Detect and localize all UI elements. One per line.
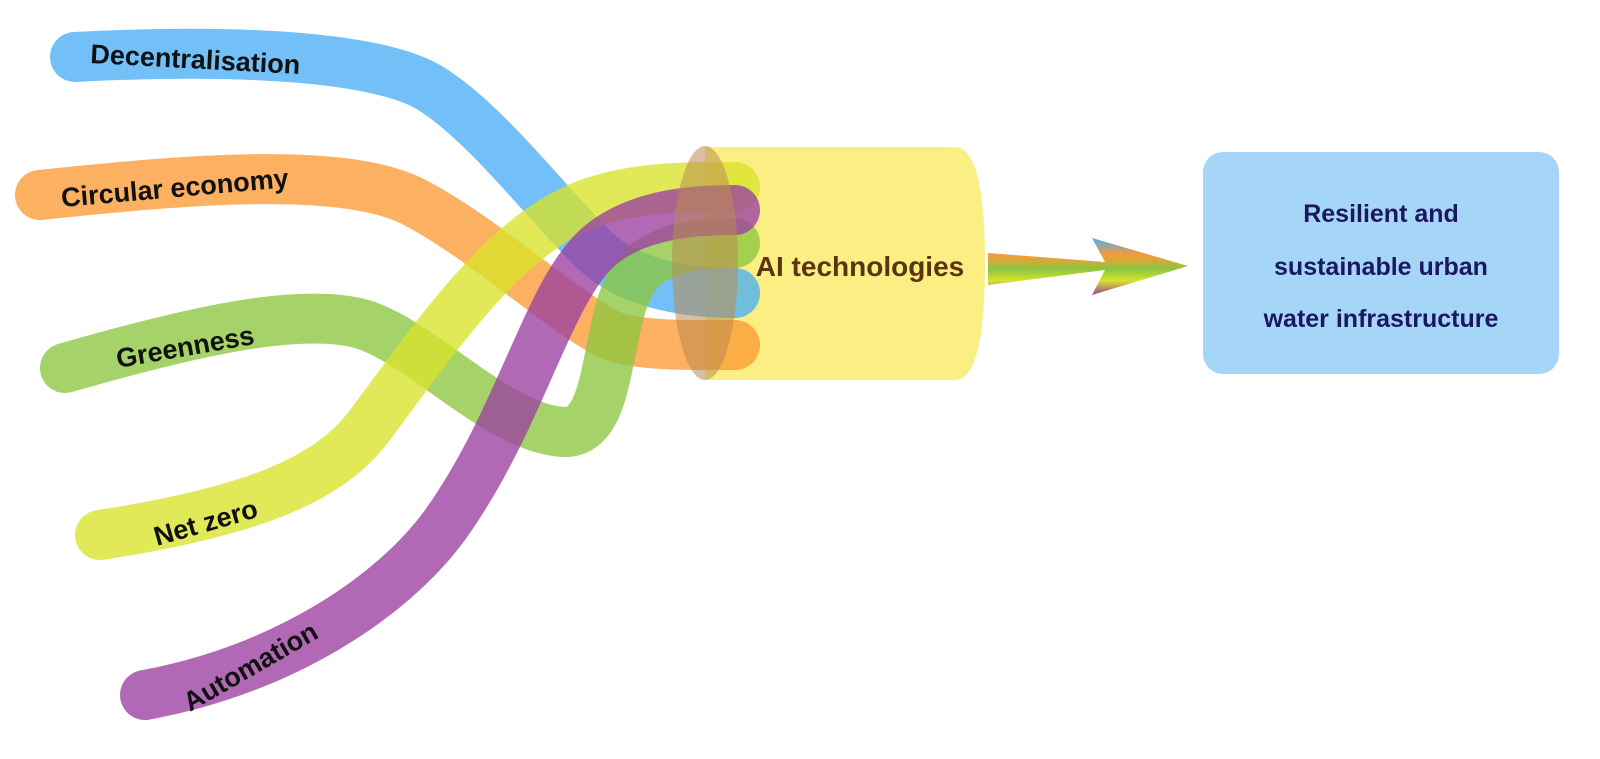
core-label: AI technologies xyxy=(756,251,964,282)
band-net-zero xyxy=(75,161,760,560)
outcome-box xyxy=(1203,152,1559,374)
band-automation xyxy=(120,185,760,720)
ai-technologies-cylinder xyxy=(705,147,985,380)
band-circular-economy xyxy=(15,154,760,371)
arrow xyxy=(988,238,1188,295)
outcome-line-3: water infrastructure xyxy=(1263,305,1499,333)
outcome-line-2: sustainable urban xyxy=(1274,253,1488,281)
outcome-line-1: Resilient and xyxy=(1303,200,1459,228)
cylinder-opening xyxy=(672,146,738,380)
